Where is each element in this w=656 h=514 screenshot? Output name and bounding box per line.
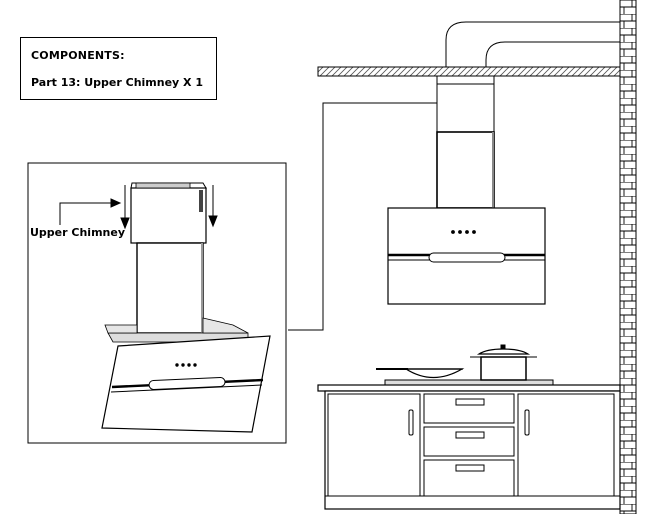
kitchen-counter [318,345,620,509]
countertop [318,385,620,391]
installed-upper-chimney [437,84,494,132]
detail-lower-chimney [137,243,203,333]
components-box: COMPONENTS: Part 13: Upper Chimney X 1 [20,37,217,100]
drawer-middle [424,427,514,456]
detail-upper-chimney [131,183,206,243]
ceiling-slab [318,67,620,76]
mounting-bracket [437,76,494,84]
detail-box [28,163,286,443]
components-part-line: Part 13: Upper Chimney X 1 [31,76,203,89]
brick-wall [620,0,636,514]
cabinet-left-door [328,394,420,496]
wok [376,369,463,378]
installed-handle [429,253,505,262]
exhaust-duct [446,22,620,67]
upper-chimney-label: Upper Chimney [30,226,125,239]
cabinet-right-door [518,394,614,496]
components-title: COMPONENTS: [31,49,125,62]
detail-glass-panel [102,336,270,432]
cooktop [385,380,553,385]
installed-hood [388,76,545,304]
drawer-top [424,394,514,423]
cooking-pot [470,345,537,380]
installed-lower-chimney [437,132,494,208]
